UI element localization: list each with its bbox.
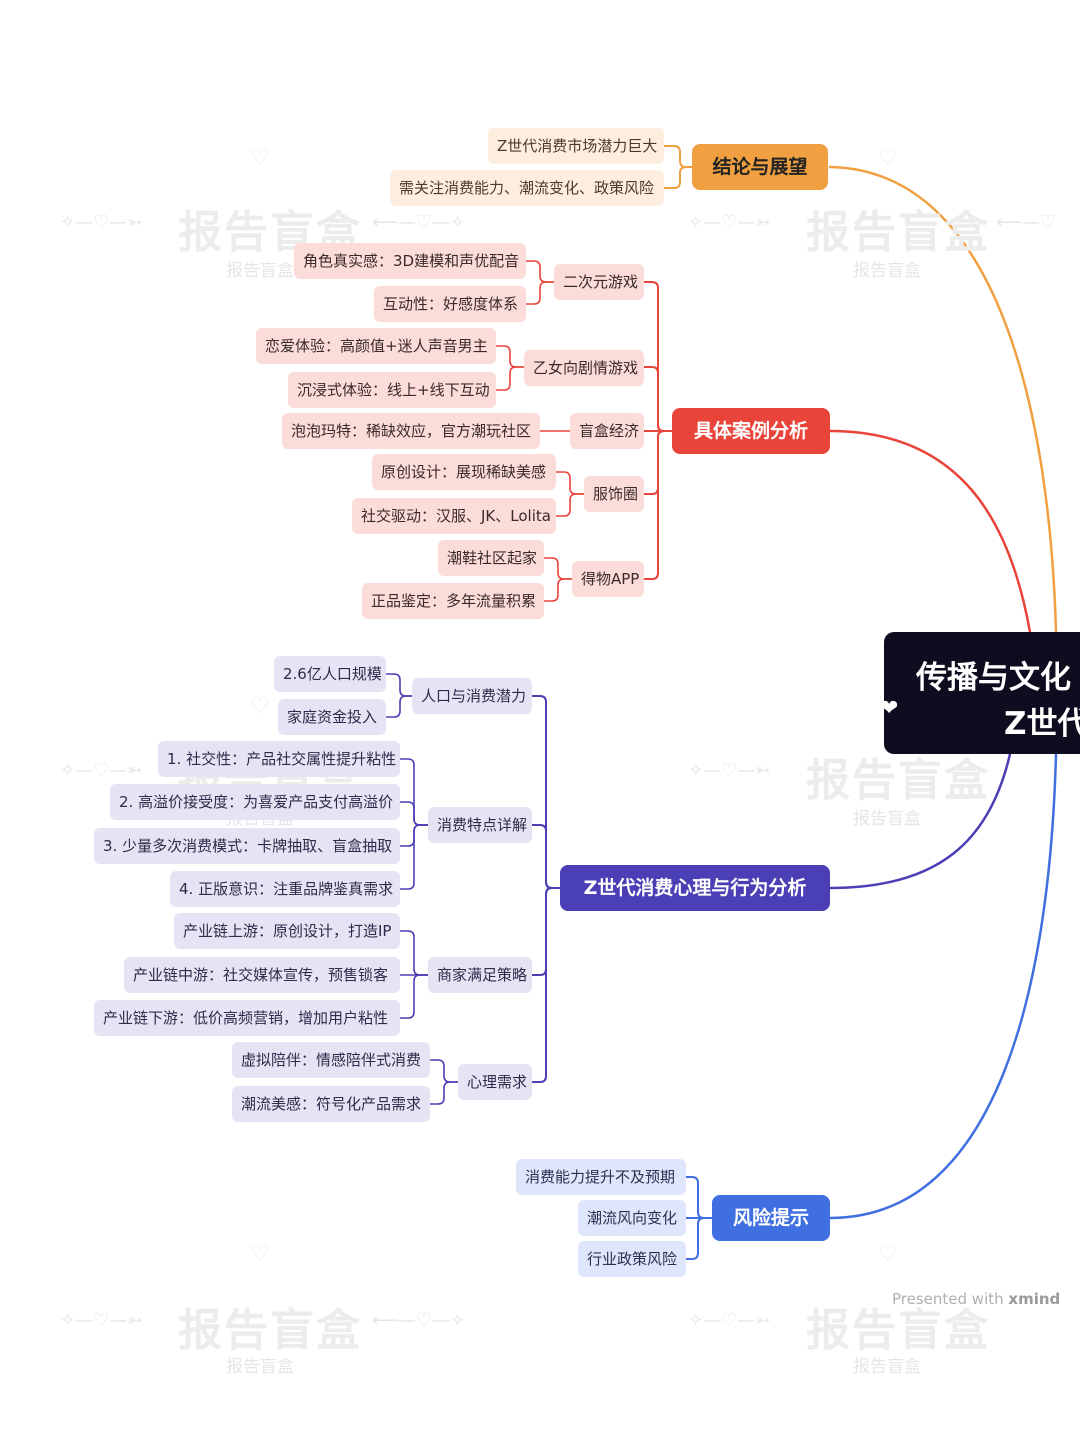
analysis-item[interactable]: 4. 正版意识：注重品牌鉴真需求 xyxy=(170,871,400,907)
connector-line xyxy=(495,366,525,391)
watermark-arrow-icon: ✧—♡—➳ xyxy=(60,212,143,233)
branch-conclusion[interactable]: 结论与展望 xyxy=(692,144,828,190)
branch-risks[interactable]: 风险提示 xyxy=(712,1195,830,1241)
analysis-group[interactable]: 商家满足策略 xyxy=(428,957,532,993)
connector-line xyxy=(429,1081,459,1105)
analysis-item[interactable]: 1. 社交性：产品社交属性提升粘性 xyxy=(158,741,400,777)
case-item[interactable]: 角色真实感：3D建模和声优配音 xyxy=(294,243,526,279)
watermark-small: 报告盲盒 xyxy=(853,809,921,829)
connector-line xyxy=(555,471,585,495)
case-group[interactable]: 二次元游戏 xyxy=(554,264,644,300)
conclusion-item[interactable]: Z世代消费市场潜力巨大 xyxy=(488,128,664,164)
connector-line xyxy=(643,430,673,580)
connector-line xyxy=(685,1217,713,1260)
connector-line xyxy=(399,974,429,1019)
branch-analysis[interactable]: Z世代消费心理与行为分析 xyxy=(560,865,830,911)
conclusion-item[interactable]: 需关注消费能力、潮流变化、政策风险 xyxy=(390,170,664,206)
branch-curve xyxy=(828,752,1012,890)
case-item[interactable]: 沉浸式体验：线上+线下互动 xyxy=(288,372,496,408)
connector-line xyxy=(399,824,429,890)
heart-icon: ❤ xyxy=(884,696,899,721)
footer-credit: Presented with xmind xyxy=(892,1290,1060,1308)
watermark-arrow-icon: ⟵—♡—✧ xyxy=(372,1310,466,1331)
risk-item[interactable]: 消费能力提升不及预期 xyxy=(516,1159,686,1195)
case-item[interactable]: 潮鞋社区起家 xyxy=(438,540,544,576)
case-group[interactable]: 盲盒经济 xyxy=(570,413,644,449)
connector-line xyxy=(399,801,429,826)
analysis-item[interactable]: 产业链下游：低价高频营销，增加用户粘性 xyxy=(94,1000,400,1036)
case-group[interactable]: 服饰圈 xyxy=(584,476,644,512)
watermark-heart-icon: ♡ xyxy=(250,1242,270,1267)
connector-line xyxy=(531,887,561,1083)
branch-curve xyxy=(828,429,1032,634)
footer-brand: xmind xyxy=(1008,1290,1061,1308)
watermark: 报告盲盒 xyxy=(178,1305,362,1356)
case-group[interactable]: 得物APP xyxy=(572,561,644,597)
watermark-arrow-icon: ✧—♡—➳ xyxy=(688,1310,771,1331)
root-title-line2: Z世代 xyxy=(1004,706,1080,742)
footer-prefix: Presented with xyxy=(892,1290,1009,1308)
analysis-item[interactable]: 产业链中游：社交媒体宣传，预售锁客 xyxy=(124,957,400,993)
watermark: 报告盲盒 xyxy=(806,1305,990,1356)
watermark-arrow-icon: ✧—♡—➳ xyxy=(60,760,143,781)
analysis-item[interactable]: 潮流美感：符号化产品需求 xyxy=(232,1086,430,1122)
connector-line xyxy=(531,824,561,889)
risk-item[interactable]: 行业政策风险 xyxy=(578,1241,686,1277)
watermark-arrow-icon: ⟵—♡ xyxy=(996,212,1056,233)
watermark-small: 报告盲盒 xyxy=(853,1357,921,1377)
branch-curve xyxy=(828,752,1058,1220)
analysis-item[interactable]: 2.6亿人口规模 xyxy=(274,656,386,692)
watermark-arrow-icon: ✧—♡—➳ xyxy=(688,212,771,233)
analysis-item[interactable]: 3. 少量多次消费模式：卡牌抽取、盲盒抽取 xyxy=(94,828,400,864)
watermark-heart-icon: ♡ xyxy=(250,146,270,171)
analysis-group[interactable]: 心理需求 xyxy=(458,1064,532,1100)
connector-line xyxy=(685,1176,713,1219)
risk-item[interactable]: 潮流风向变化 xyxy=(578,1200,686,1236)
connector-line xyxy=(543,557,573,580)
watermark-heart-icon: ♡ xyxy=(878,1242,898,1267)
analysis-item[interactable]: 家庭资金投入 xyxy=(278,699,386,735)
connector-line xyxy=(543,578,573,602)
root-title-line1: 传播与文化 xyxy=(916,660,1071,696)
connector-line xyxy=(399,930,429,976)
analysis-group[interactable]: 消费特点详解 xyxy=(428,807,532,843)
connector-line xyxy=(429,1059,459,1083)
watermark-arrow-icon: ✧—♡—➳ xyxy=(688,760,771,781)
watermark-arrow-icon: ⟵—♡—✧ xyxy=(372,212,466,233)
connector-line xyxy=(663,166,693,189)
case-item[interactable]: 泡泡玛特：稀缺效应，官方潮玩社区 xyxy=(282,413,540,449)
branch-cases[interactable]: 具体案例分析 xyxy=(672,408,830,454)
connector-line xyxy=(555,493,585,517)
case-item[interactable]: 恋爱体验：高颜值+迷人声音男主 xyxy=(256,328,496,364)
watermark: 报告盲盒 xyxy=(806,207,990,258)
connector-line xyxy=(385,673,413,697)
analysis-item[interactable]: 产业链上游：原创设计，打造IP xyxy=(174,913,400,949)
watermark-small: 报告盲盒 xyxy=(853,261,921,281)
connector-line xyxy=(525,260,555,283)
watermark-arrow-icon: ✧—♡—➳ xyxy=(60,1310,143,1331)
case-item[interactable]: 互动性：好感度体系 xyxy=(374,286,526,322)
root-topic[interactable]: ❤ 传播与文化 Z世代 xyxy=(884,632,1080,754)
watermark-heart-icon: ♡ xyxy=(250,694,270,719)
case-item[interactable]: 社交驱动：汉服、JK、Lolita xyxy=(352,498,556,534)
watermark-small: 报告盲盒 xyxy=(226,1357,294,1377)
case-group[interactable]: 乙女向剧情游戏 xyxy=(524,350,644,386)
analysis-item[interactable]: 虚拟陪伴：情感陪伴式消费 xyxy=(232,1042,430,1078)
branch-curve xyxy=(828,165,1058,634)
watermark-small: 报告盲盒 xyxy=(226,261,294,281)
case-item[interactable]: 正品鉴定：多年流量积累 xyxy=(362,583,544,619)
connector-line xyxy=(663,145,693,168)
watermark-heart-icon: ♡ xyxy=(878,146,898,171)
case-item[interactable]: 原创设计：展现稀缺美感 xyxy=(372,454,556,490)
connector-line xyxy=(495,345,525,368)
connector-line xyxy=(643,366,673,432)
connector-line xyxy=(385,695,413,718)
analysis-group[interactable]: 人口与消费潜力 xyxy=(412,678,532,714)
watermark: 报告盲盒 xyxy=(806,755,990,806)
analysis-item[interactable]: 2. 高溢价接受度：为喜爱产品支付高溢价 xyxy=(110,784,400,820)
connector-line xyxy=(525,281,555,305)
